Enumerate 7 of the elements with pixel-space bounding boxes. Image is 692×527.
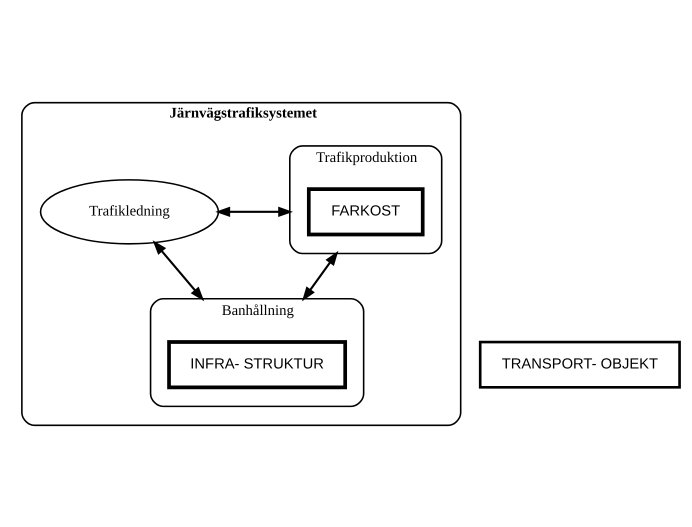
node-box: INFRA- STRUKTUR — [166, 340, 347, 389]
node-ellipse: Trafikledning — [39, 178, 219, 244]
arrow — [152, 240, 204, 301]
arrow — [302, 250, 338, 301]
arrow — [214, 206, 292, 217]
node-box: FARKOST — [306, 186, 424, 236]
node-box: TRANSPORT- OBJEKT — [478, 340, 680, 388]
